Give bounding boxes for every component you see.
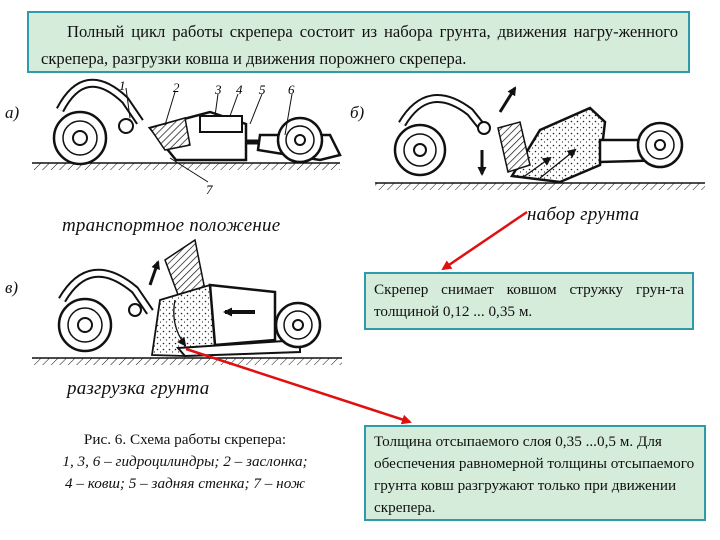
figure-caption-legend-2: 4 – ковш; 5 – задняя стенка; 7 – нож <box>64 475 306 492</box>
part-5: 5 <box>259 82 266 97</box>
caption-unload: разгрузка грунта <box>67 378 210 399</box>
part-4: 4 <box>236 82 243 97</box>
bucket-v <box>208 283 277 347</box>
bucket-b <box>509 106 607 184</box>
scraper-unloading <box>32 238 342 365</box>
figure-caption: Рис. 6. Схема работы скрепера: 1, 3, 6 –… <box>20 429 350 495</box>
caption-transport: транспортное положение <box>62 215 281 236</box>
pointer-arrow-1 <box>441 210 528 271</box>
intro-text-box: Полный цикл работы скрепера состоит из н… <box>27 11 690 73</box>
part-7: 7 <box>206 182 213 197</box>
part-1: 1 <box>119 78 126 93</box>
gate-b <box>497 121 531 173</box>
cylinder-4-a <box>199 115 243 133</box>
figure-caption-legend-1: 1, 3, 6 – гидроцилиндры; 2 – заслонка; <box>62 453 308 470</box>
intro-text: Полный цикл работы скрепера состоит из н… <box>41 22 678 68</box>
ground-a <box>32 163 340 170</box>
pointer-arrow-2 <box>185 347 412 425</box>
info-text-cutting: Скрепер снимает ковшом стружку грун-та т… <box>374 281 684 320</box>
info-box-unloading: Толщина отсыпаемого слоя 0,35 ...0,5 м. … <box>364 425 706 521</box>
part-3: 3 <box>214 82 222 97</box>
scraper-transport: 1 2 3 4 5 6 7 <box>32 78 342 197</box>
scraper-filling <box>375 86 705 190</box>
caption-fill: набор грунта <box>527 204 640 225</box>
info-text-unloading: Толщина отсыпаемого слоя 0,35 ...0,5 м. … <box>374 433 695 516</box>
part-2: 2 <box>173 80 180 95</box>
info-box-cutting: Скрепер снимает ковшом стружку грун-та т… <box>364 272 694 330</box>
label-b: б) <box>350 103 365 122</box>
ground-b <box>375 183 705 190</box>
label-v: в) <box>5 278 19 297</box>
label-a: а) <box>5 103 20 122</box>
part-6: 6 <box>288 82 295 97</box>
ground-v <box>32 358 342 365</box>
figure-caption-title: Рис. 6. Схема работы скрепера: <box>83 431 287 448</box>
